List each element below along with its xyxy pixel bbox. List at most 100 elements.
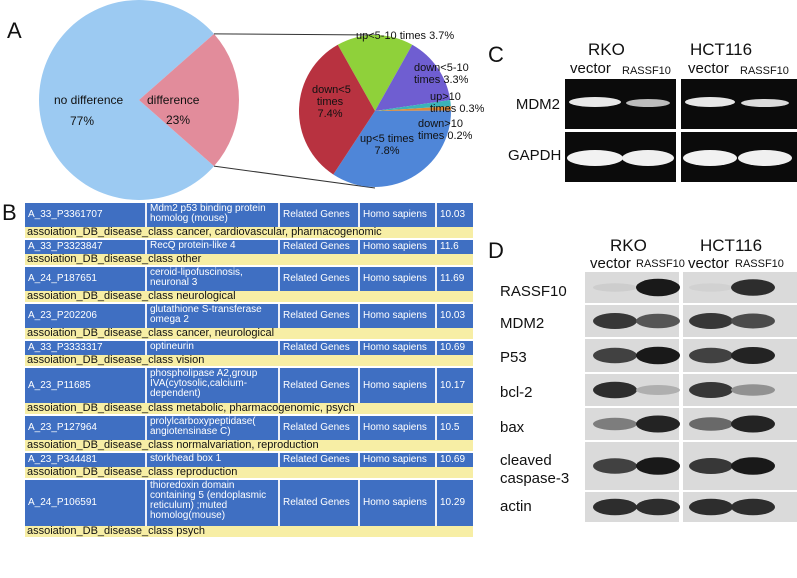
seg-down-5-10-line2: times 3.3% — [414, 74, 469, 86]
panel-c-gel — [565, 78, 797, 182]
species-cell: Homo sapiens — [360, 304, 437, 328]
related-genes-cell: Related Genes — [280, 267, 360, 291]
small-pie-slice — [333, 110, 451, 187]
fold-change-cell: 11.69 — [437, 267, 473, 291]
disease-class-row: assoiation_DB_disease_class neurological — [25, 291, 473, 302]
seg-down-10-line1: down>10 — [418, 118, 463, 130]
related-genes-cell: Related Genes — [280, 368, 360, 403]
seg-up-5-line2: 7.8% — [374, 145, 400, 157]
d-row-cleaved: cleaved — [500, 452, 552, 469]
seg-down-10-line2: times 0.2% — [418, 130, 473, 142]
d-header-hct116: HCT116 — [700, 236, 763, 255]
blot-band — [731, 498, 775, 516]
fold-change-cell: 10.69 — [437, 453, 473, 467]
fold-change-cell: 10.03 — [437, 203, 473, 227]
blot-band — [636, 278, 680, 297]
c-band — [738, 150, 792, 166]
blot-band — [689, 417, 733, 431]
disease-class-row: assoiation_DB_disease_class cancer, neur… — [25, 328, 473, 339]
no-difference-label: no difference — [54, 93, 124, 107]
disease-class-row: assoiation_DB_disease_class metabolic, p… — [25, 403, 473, 414]
blot-band — [636, 457, 680, 475]
d-row-rassf10: RASSF10 — [500, 283, 567, 300]
d-row-caspase3: caspase-3 — [500, 470, 570, 487]
blot-band — [731, 457, 775, 475]
species-cell: Homo sapiens — [360, 341, 437, 355]
seg-down-5-line1: down<5 — [312, 84, 351, 96]
blot-band — [689, 347, 733, 364]
probe-id-cell: A_24_P106591 — [25, 480, 147, 526]
seg-down-5-label: down<5 times 7.4% — [312, 84, 351, 120]
gene-description-cell: prolylcarboxypeptidase( angiotensinase C… — [147, 416, 280, 440]
c-header-rko: RKO — [588, 40, 625, 59]
c-row-mdm2: MDM2 — [515, 96, 560, 113]
panel-letter-c: C — [488, 42, 504, 67]
probe-id-cell: A_23_P202206 — [25, 304, 147, 328]
blot-band — [731, 313, 775, 329]
probe-id-cell: A_23_P127964 — [25, 416, 147, 440]
blot-band — [731, 384, 775, 396]
blot-band — [731, 347, 775, 364]
blot-band — [731, 415, 775, 433]
disease-class-row: assoiation_DB_disease_class psych — [25, 526, 473, 537]
related-genes-cell: Related Genes — [280, 480, 360, 526]
small-pie — [298, 35, 451, 187]
panel-letter-a: A — [7, 18, 22, 43]
blot-band — [593, 498, 637, 516]
probe-id-cell: A_33_P3361707 — [25, 203, 147, 227]
blot-band — [636, 385, 680, 395]
related-genes-cell: Related Genes — [280, 341, 360, 355]
seg-down-5-line3: 7.4% — [317, 108, 343, 120]
panel-letter-b: B — [2, 200, 17, 225]
probe-id-cell: A_33_P3333317 — [25, 341, 147, 355]
c-row-gapdh: GAPDH — [508, 147, 562, 164]
c-label-rassf10-1: RASSF10 — [622, 65, 671, 77]
small-pie-slice — [298, 44, 375, 175]
seg-up-5-label: up<5 times 7.8% — [357, 133, 417, 157]
related-genes-cell: Related Genes — [280, 240, 360, 254]
probe-id-cell: A_33_P3323847 — [25, 240, 147, 254]
gene-description-cell: phospholipase A2,group IVA(cytosolic,cal… — [147, 368, 280, 403]
difference-pct: 23% — [166, 113, 191, 127]
seg-up-5-line1: up<5 times — [359, 133, 415, 145]
blot-band — [689, 498, 733, 516]
fold-change-cell: 10.69 — [437, 341, 473, 355]
fold-change-cell: 10.29 — [437, 480, 473, 526]
species-cell: Homo sapiens — [360, 480, 437, 526]
d-row-mdm2: MDM2 — [500, 315, 545, 332]
c-band — [622, 150, 674, 166]
fold-change-cell: 10.5 — [437, 416, 473, 440]
c-band — [683, 150, 737, 166]
gene-description-cell: RecQ protein-like 4 — [147, 240, 280, 254]
panel-a-pie-charts — [39, 0, 451, 200]
blot-band — [636, 346, 680, 365]
connector-line-top — [214, 33, 376, 36]
d-label-vector-2: vector — [688, 255, 729, 272]
blot-band — [689, 283, 733, 292]
blot-band — [593, 417, 637, 431]
no-difference-pct: 77% — [70, 114, 95, 128]
seg-down-5-10-label: down<5-10 times 3.3% — [414, 62, 469, 86]
blot-band — [593, 381, 637, 399]
seg-down-5-line2: times — [316, 96, 344, 108]
blot-band — [636, 498, 680, 516]
related-genes-cell: Related Genes — [280, 304, 360, 328]
fold-change-cell: 11.6 — [437, 240, 473, 254]
small-pie-slice — [375, 44, 451, 112]
probe-id-cell: A_23_P344481 — [25, 453, 147, 467]
c-label-vector-2: vector — [688, 60, 729, 77]
seg-up-10-label: up>10 times 0.3% — [430, 91, 484, 115]
pie-slice-no-difference — [39, 0, 215, 200]
species-cell: Homo sapiens — [360, 416, 437, 440]
blot-band — [636, 313, 680, 329]
seg-down-5-10-line1: down<5-10 — [414, 62, 469, 74]
